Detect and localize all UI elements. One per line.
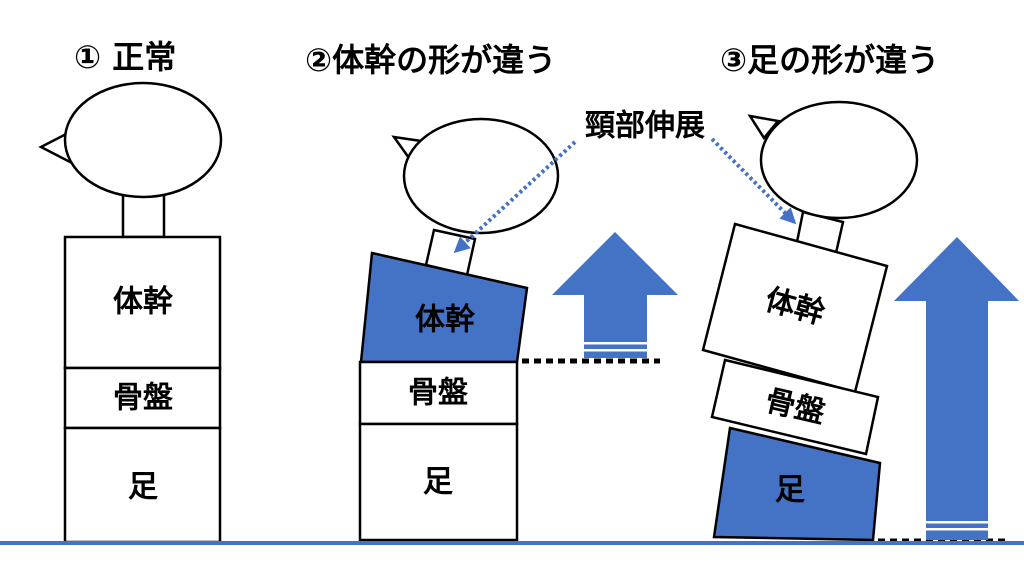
title-normal: ① 正常	[74, 38, 176, 76]
neck-extension-annotation: 頸部伸展	[453, 109, 797, 254]
neck	[121, 193, 166, 239]
up-arrow-stripe	[584, 342, 647, 345]
neck-extension-label: 頸部伸展	[585, 109, 705, 144]
trunk-box	[63, 235, 222, 370]
title-trunk-differs: ②体幹の形が違う	[305, 41, 556, 79]
foot-box	[358, 422, 519, 542]
pelvis-box	[63, 366, 222, 430]
pelvis-box-tilted	[710, 358, 880, 456]
up-arrow-shape	[894, 237, 1019, 540]
up-arrow-shape	[552, 232, 678, 358]
pointer-arrow-to-neck-2	[453, 140, 577, 254]
pelvis-label: 骨盤	[408, 376, 468, 411]
head	[63, 81, 223, 199]
pelvis-label: 骨盤	[113, 381, 173, 416]
up-arrow	[894, 237, 1019, 540]
foot-label: 足	[775, 473, 805, 508]
foot-box-tilted	[712, 426, 882, 542]
pointer-arrow-to-neck-3	[710, 137, 797, 225]
up-arrow	[552, 232, 678, 358]
up-arrow-stripe	[926, 528, 988, 531]
trunk-label: 体幹	[415, 303, 476, 338]
trunk-label: 体幹	[113, 285, 174, 320]
head	[759, 100, 919, 220]
up-arrow-stripe	[584, 349, 647, 352]
figure-normal: ① 正常 体幹 骨盤 足	[38, 38, 223, 544]
pelvis-box	[358, 360, 519, 426]
title-foot-differs: ③足の形が違う	[720, 41, 939, 79]
head	[402, 117, 560, 235]
foot-box	[63, 426, 222, 544]
figure-foot-differs: ③足の形が違う 体幹 骨盤 足	[701, 41, 1019, 544]
up-arrow-stripe	[926, 521, 988, 524]
foot-label: 足	[423, 465, 453, 500]
figure-trunk-differs: ②体幹の形が違う 体幹 骨盤 足	[305, 41, 678, 542]
foot-label: 足	[128, 470, 158, 505]
